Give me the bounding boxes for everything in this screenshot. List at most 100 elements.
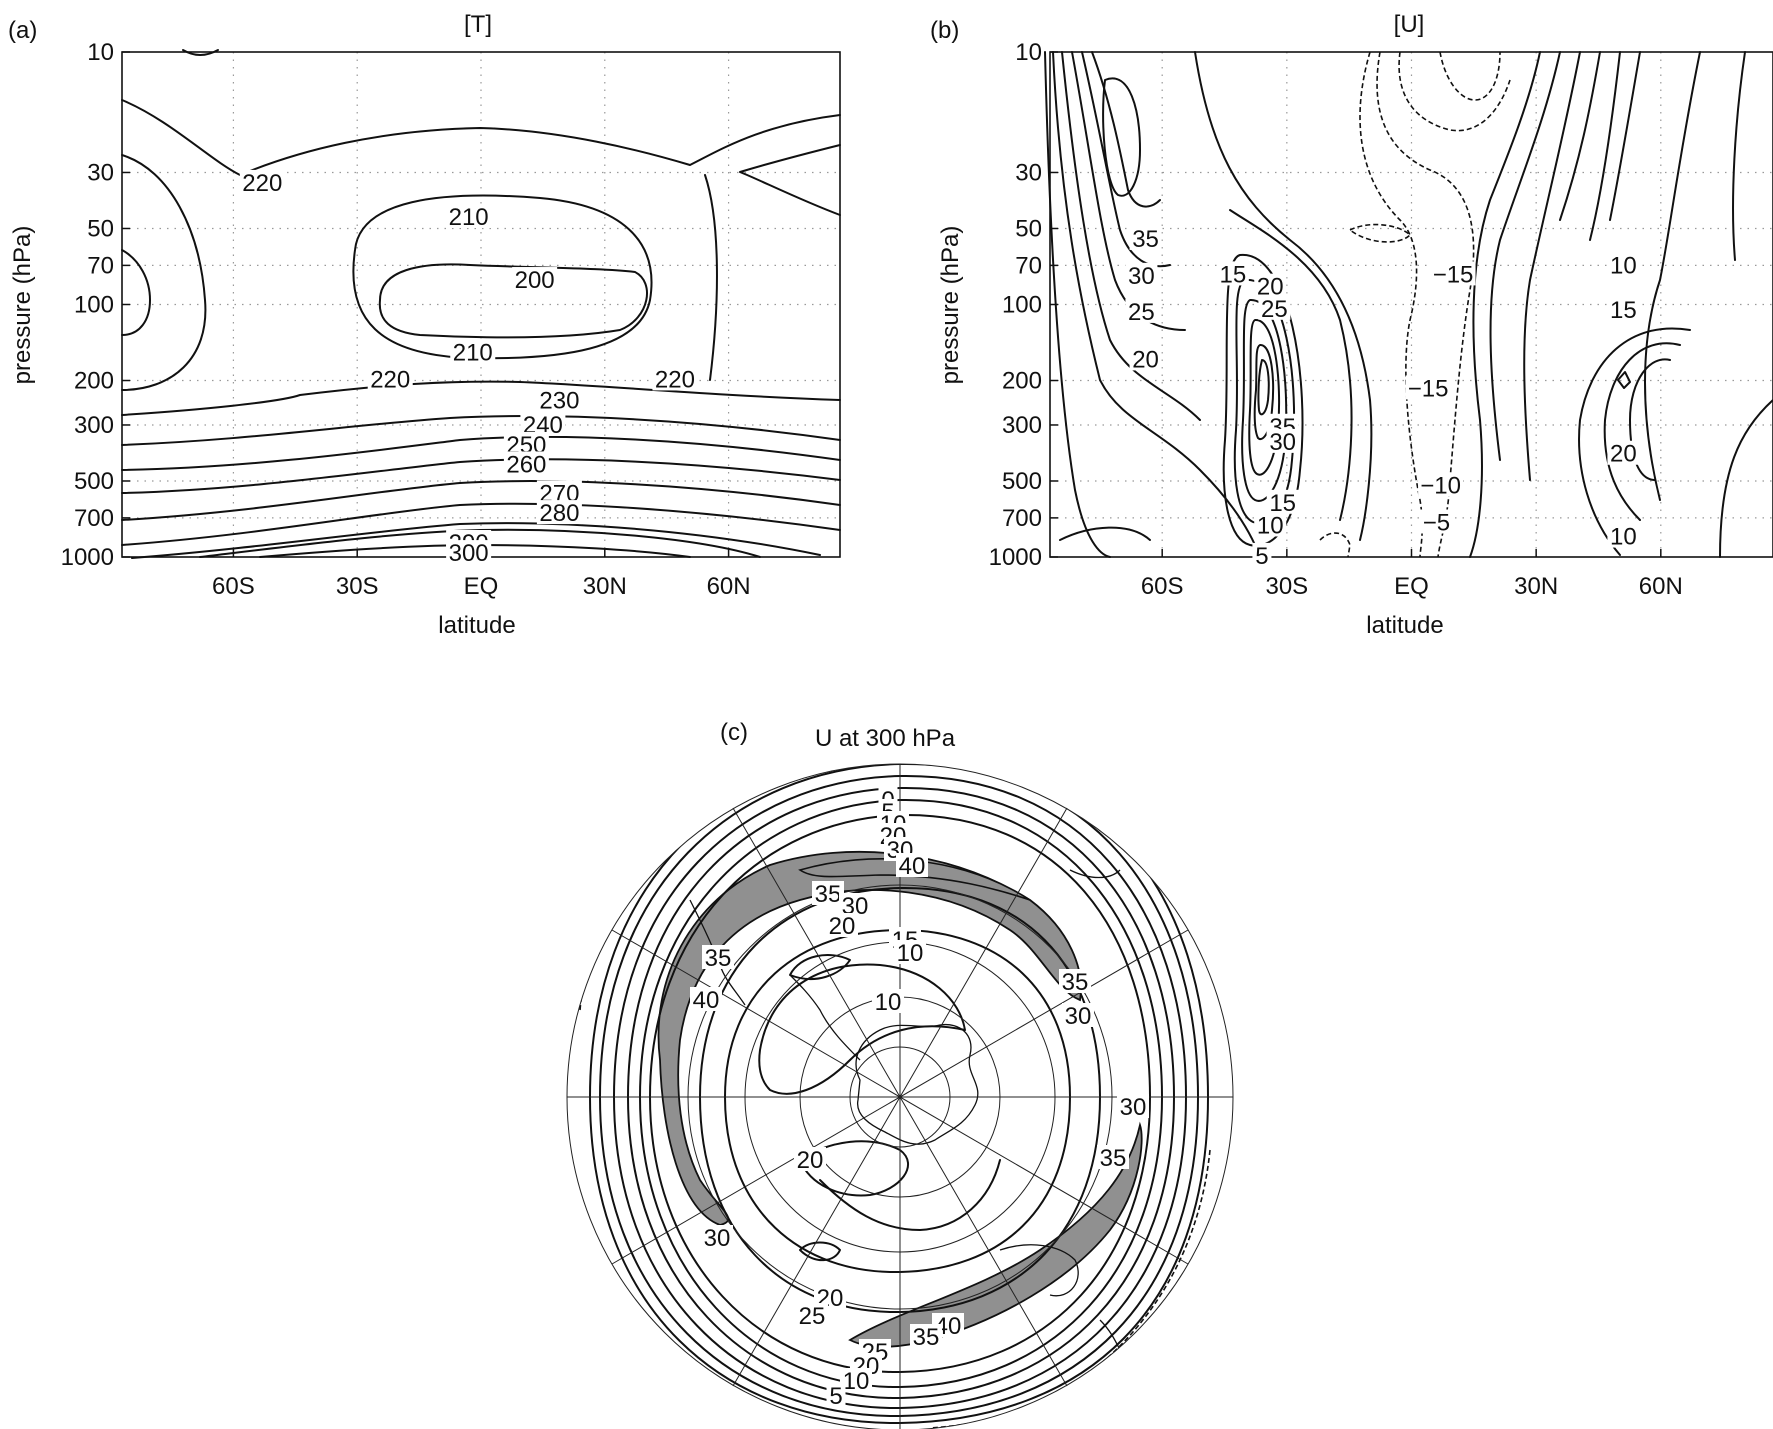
contour-label: 280 <box>539 500 579 527</box>
panel-c-polar-map: (c) U at 300 hPa <box>566 719 1234 1429</box>
contour-label-bg <box>1607 440 1640 465</box>
polar-contour-label-bg <box>1097 1145 1129 1169</box>
contour-label-bg <box>446 540 492 565</box>
panel-a-temperature: (a) [T] <box>8 11 841 639</box>
contour-label: −15 <box>1408 375 1449 402</box>
polar-contour-label-bg <box>701 1225 733 1249</box>
panel-c-tag: (c) <box>720 719 748 746</box>
contour-label-bg <box>1607 523 1640 548</box>
contour-label: 210 <box>449 204 489 231</box>
contour-label-bg <box>239 169 285 194</box>
polar-contour-label: 35 <box>1100 1145 1127 1172</box>
contour-label-bg <box>1125 298 1158 323</box>
polar-contour-label-bg <box>812 881 844 905</box>
contour-label-bg <box>1430 261 1476 286</box>
polar-contour-label: 40 <box>899 853 926 880</box>
contour-label-bg <box>1266 489 1299 514</box>
contour-label: 15 <box>1610 297 1637 324</box>
contour-label-bg <box>450 339 496 364</box>
contour-label-bg <box>1418 472 1464 497</box>
contour-label: 230 <box>539 388 579 415</box>
new-zealand-coastline <box>1099 1319 1121 1351</box>
contour-label-bg <box>1254 273 1287 298</box>
contour-label: −15 <box>1433 261 1474 288</box>
panel-a-title: [T] <box>464 11 492 38</box>
panel-b-zonal-wind: (b) [U] <box>930 11 1773 639</box>
contour-label: 260 <box>506 451 546 478</box>
panel-a-contour-labels: 2202102002102202202302402502602702802903… <box>239 169 698 567</box>
polar-contour-label: 10 <box>897 940 924 967</box>
polar-contour-label-bg <box>826 1383 846 1407</box>
y-tick-label: 1000 <box>61 544 114 571</box>
contour-label: −10 <box>1420 472 1461 499</box>
y-tick-label: 200 <box>74 368 114 395</box>
meridian-120 <box>732 807 1068 1387</box>
polar-contour-label: 35 <box>815 881 842 908</box>
contour-label: 220 <box>655 366 695 393</box>
y-tick-label: 300 <box>1002 412 1042 439</box>
contour-label: 5 <box>1255 543 1268 570</box>
x-tick-label: EQ <box>1394 573 1429 600</box>
y-tick-label: 700 <box>1002 505 1042 532</box>
polar-contour-label-bg <box>826 913 858 937</box>
polar-contour-label: 30 <box>704 1225 731 1252</box>
polar-contour-label-bg <box>794 1147 826 1171</box>
x-tick-label: 60N <box>1639 573 1683 600</box>
x-tick-label: EQ <box>464 573 499 600</box>
polar-contour-label: 30 <box>1065 1003 1092 1030</box>
africa-coastline <box>1069 869 1121 879</box>
contour-label: 300 <box>449 540 489 567</box>
panel-c-contour-labels: 0510203040353020151035401035303035203020… <box>690 787 1149 1410</box>
polar-contour-label: 35 <box>913 1324 940 1351</box>
y-tick-label: 100 <box>74 292 114 319</box>
antarctica-coastline <box>855 1023 979 1145</box>
contour-label: 15 <box>1269 490 1296 517</box>
contour-label: 220 <box>370 366 410 393</box>
contour-label-bg <box>446 203 492 228</box>
y-tick-label: 200 <box>1002 368 1042 395</box>
contour-label-bg <box>1607 296 1640 321</box>
polar-contour-label-bg <box>896 853 928 877</box>
y-tick-label: 70 <box>1015 252 1042 279</box>
contour-label: −5 <box>1423 509 1450 536</box>
x-tick-label: 60S <box>1141 573 1184 600</box>
australia-coastline <box>999 1244 1079 1297</box>
polar-contour-label: 10 <box>843 1368 870 1395</box>
contour-label-bg <box>1607 252 1640 277</box>
x-tick-label: 60S <box>212 573 255 600</box>
polar-contour-label-bg <box>702 945 734 969</box>
contour-label: 10 <box>1257 512 1284 539</box>
x-tick-label: 30N <box>583 573 627 600</box>
contour-label: 30 <box>1269 429 1296 456</box>
contour-label-bg <box>536 387 582 412</box>
panel-b-y-axis-label: pressure (hPa) <box>937 226 964 385</box>
contour-label: 10 <box>1610 524 1637 551</box>
contour-label-bg <box>512 267 558 292</box>
y-tick-label: 1000 <box>989 544 1042 571</box>
polar-contour-label: 35 <box>705 945 732 972</box>
y-tick-label: 30 <box>87 159 114 186</box>
contour-label: 10 <box>1610 252 1637 279</box>
y-tick-label: 50 <box>1015 215 1042 242</box>
y-tick-label: 10 <box>1015 39 1042 66</box>
contour-label-bg <box>1252 542 1272 567</box>
panel-a-tag: (a) <box>8 17 37 44</box>
contour-label: 20 <box>1132 346 1159 373</box>
contour-label-bg <box>652 366 698 391</box>
polar-contour-label: 10 <box>875 989 902 1016</box>
contour-label: 20 <box>1610 441 1637 468</box>
polar-contour-label: 5 <box>829 1383 842 1410</box>
contour-label: 15 <box>1219 261 1246 288</box>
contour-label-bg <box>536 500 582 525</box>
contour-label-bg <box>1258 295 1291 320</box>
contour-label: 25 <box>1128 299 1155 326</box>
panel-b-x-axis-label: latitude <box>1366 612 1443 639</box>
y-tick-label: 300 <box>74 412 114 439</box>
contour-label-bg <box>1405 375 1451 400</box>
polar-contour-label-bg <box>894 940 926 964</box>
polar-contour-label: 40 <box>693 987 720 1014</box>
